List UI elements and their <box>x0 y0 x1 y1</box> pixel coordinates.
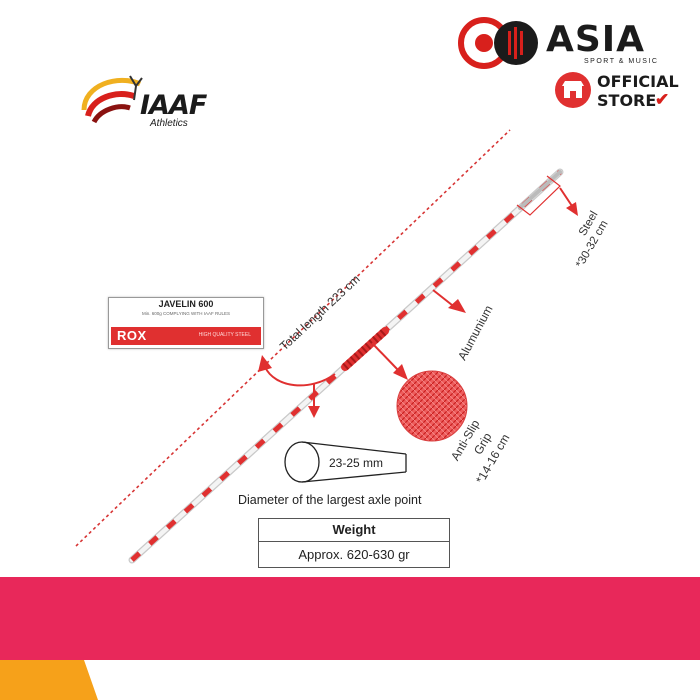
store-icon <box>555 72 591 108</box>
iaaf-logo: IAAF Athletics <box>78 70 238 135</box>
grip-texture-circle <box>396 370 468 442</box>
iaaf-wordmark: IAAF <box>140 90 207 121</box>
diameter-caption: Diameter of the largest axle point <box>238 493 422 507</box>
weight-header: Weight <box>259 519 449 542</box>
asia-wordmark: ASIA <box>546 19 646 60</box>
asia-tagline: SPORT & MUSIC <box>584 58 659 65</box>
orange-corner-shape <box>0 660 98 700</box>
total-length-line <box>75 129 511 547</box>
asia-logo: ASIA SPORT & MUSIC <box>458 17 688 69</box>
javelin-shaft <box>128 168 564 564</box>
product-brand: ROX <box>117 328 147 343</box>
grip-arrow <box>371 342 408 380</box>
official-store-badge: OFFICIAL STORE ✔ <box>555 70 690 112</box>
product-quality: HIGH QUALITY STEEL <box>198 332 251 338</box>
diameter-arrow <box>308 383 320 418</box>
bottom-strip <box>0 660 700 700</box>
iaaf-emblem-icon <box>81 75 143 124</box>
diameter-cone <box>284 441 407 483</box>
checkmark-icon: ✔ <box>655 90 670 109</box>
steel-indicator <box>516 175 578 216</box>
bottom-banner <box>0 577 700 660</box>
official-store-line1: OFFICIAL <box>597 72 679 91</box>
weight-box: Weight Approx. 620-630 gr <box>258 518 450 568</box>
product-brand-bar: ROX HIGH QUALITY STEEL <box>111 327 261 345</box>
product-name: JAVELIN 600 <box>158 299 214 309</box>
aluminium-arrow <box>432 289 466 313</box>
product-subline: Min. 600g COMPLYING WITH IAAF RULES <box>142 311 230 316</box>
iaaf-subtitle: Athletics <box>150 118 188 129</box>
label-pointer-arrow <box>258 355 336 387</box>
product-label: JAVELIN 600 Min. 600g COMPLYING WITH IAA… <box>108 297 264 349</box>
official-store-line2: STORE <box>597 91 657 110</box>
asia-emblem-icon <box>458 17 538 69</box>
diameter-value: 23-25 mm <box>329 456 384 470</box>
weight-value: Approx. 620-630 gr <box>298 547 410 562</box>
